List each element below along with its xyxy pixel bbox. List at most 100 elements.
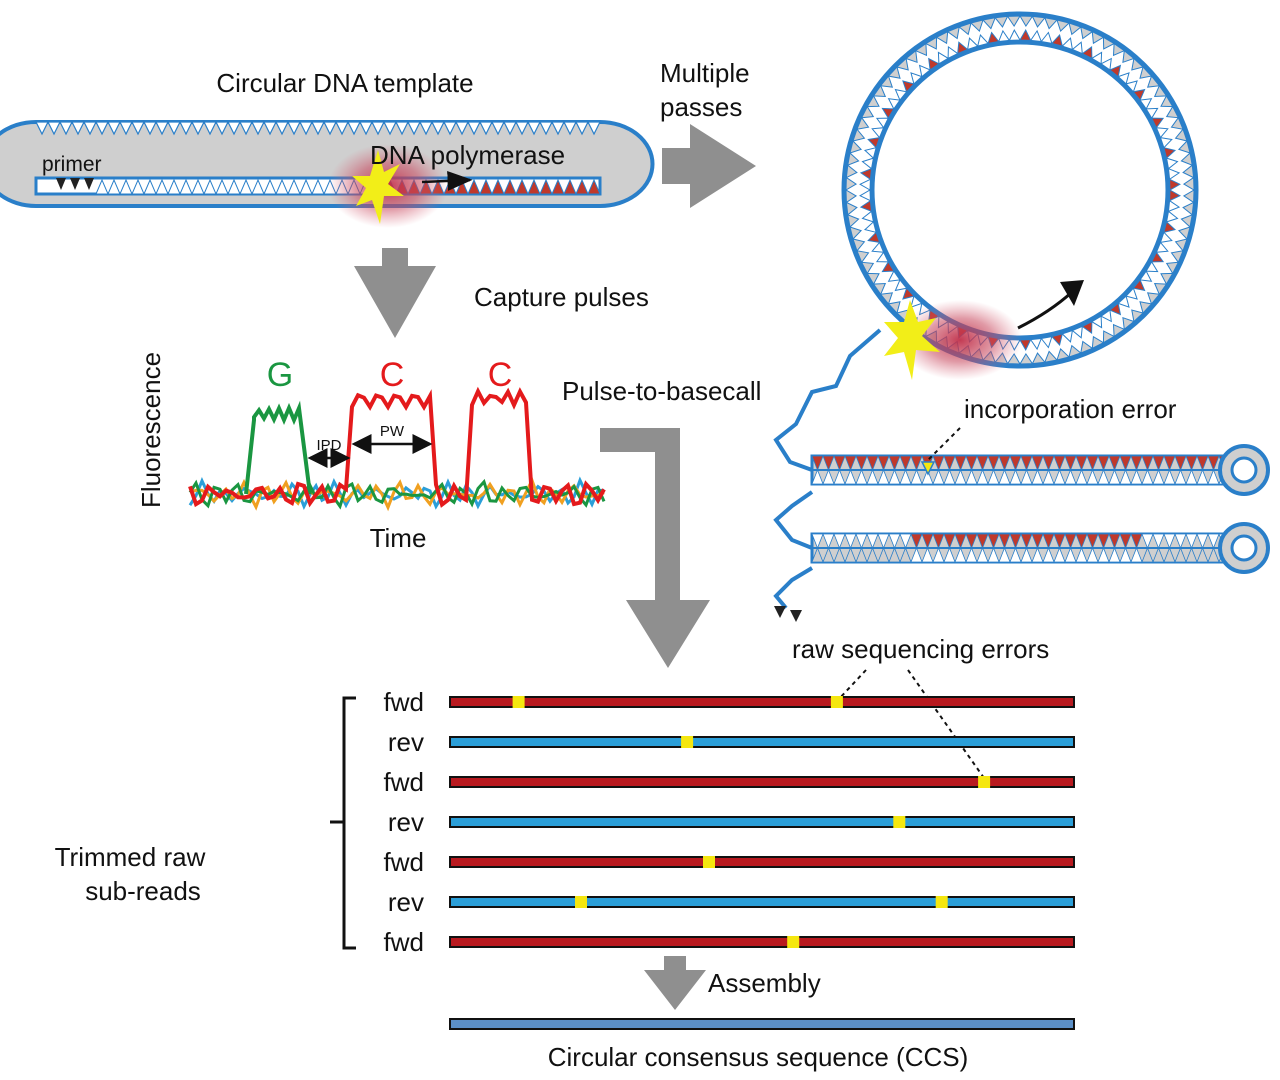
primer-label: primer xyxy=(42,153,102,176)
hairpin-2-base-bot xyxy=(910,546,923,563)
pulse-base-letter: G xyxy=(267,356,293,394)
hairpin-1-base-bot xyxy=(998,468,1011,485)
subread-bar xyxy=(449,736,1075,748)
hairpin-2-base-bot xyxy=(866,546,879,563)
pulse-c-line xyxy=(188,386,606,508)
ring-outer-base xyxy=(872,84,887,98)
fluorescence-flash-icon xyxy=(352,150,404,224)
hairpin-1-base-top xyxy=(1009,455,1022,472)
hairpin-1-base-bot xyxy=(921,468,934,485)
template-inner-base xyxy=(227,178,241,195)
ring-outer-base xyxy=(958,22,972,36)
template-top-base xyxy=(311,121,325,136)
ring-inner-base xyxy=(859,189,871,202)
hairpin-1-base-top xyxy=(1185,455,1198,472)
ring-inner-base xyxy=(1019,29,1032,41)
subread-error-mark xyxy=(703,856,715,868)
hairpin-1-base-bot xyxy=(1009,468,1022,485)
hairpin-2-base-top xyxy=(1185,533,1198,550)
template-top-base xyxy=(575,121,589,136)
hairpin-2-base-bot xyxy=(1097,546,1110,563)
hairpin-2-base-top xyxy=(987,533,1000,550)
subread-error-mark xyxy=(575,896,587,908)
ring-outer-base xyxy=(866,272,880,286)
ring-inner-base xyxy=(867,136,881,149)
template-top-base xyxy=(287,121,301,136)
strand-tail-3 xyxy=(773,566,814,610)
template-top-base xyxy=(299,121,313,136)
ring-outer-base xyxy=(845,176,858,191)
ring-inner-base xyxy=(1117,295,1130,308)
ring-outer-base xyxy=(866,94,880,108)
template-top-base xyxy=(431,121,445,136)
ring-inner-base xyxy=(881,260,895,273)
ring-inner-base xyxy=(1040,31,1053,45)
ring-outer-base xyxy=(856,250,870,264)
hairpin-1-base-bot xyxy=(866,468,879,485)
hairpin-1-base-bot xyxy=(954,468,967,485)
ring-outer-base xyxy=(1174,238,1188,252)
subread-error-mark xyxy=(893,816,906,828)
hairpin-1-base-top xyxy=(1207,455,1220,472)
ring-outer-base xyxy=(1165,261,1180,275)
template-inner-base xyxy=(563,178,577,195)
pw-label: PW xyxy=(380,423,405,440)
hairpin-1-base-bot xyxy=(888,468,901,485)
template-top-base xyxy=(35,121,49,136)
hairpin-2-base-top xyxy=(1031,533,1044,550)
template-inner-base xyxy=(275,178,289,195)
hairpin-2-base-bot xyxy=(943,546,956,563)
ring-inner-base xyxy=(918,64,932,78)
ring-outer-base xyxy=(879,75,894,88)
hairpin-1-base-top xyxy=(1042,455,1055,472)
ring-outer-base xyxy=(1180,214,1193,228)
hairpin-1-base-bot xyxy=(1097,468,1110,485)
ring-outer-base xyxy=(849,140,863,154)
ring-inner-base xyxy=(871,241,885,253)
hairpin-1-base-bot xyxy=(899,468,912,485)
hairpin-1-base-top xyxy=(976,455,989,472)
multiple-passes-panel: incorporation error xyxy=(773,11,1270,622)
ring-outer-base xyxy=(1153,84,1168,98)
ring-outer-base xyxy=(860,105,875,119)
template-inner-base xyxy=(251,178,265,195)
template-top-base xyxy=(191,121,205,136)
hairpin-1-base-bot xyxy=(1130,468,1143,485)
subread-bar xyxy=(449,856,1075,868)
subread-error-mark xyxy=(681,736,694,748)
ring-inner-base xyxy=(871,127,885,139)
hairpin-2-base-bot xyxy=(1064,546,1077,563)
ring-outer-base xyxy=(1182,176,1195,191)
template-top-base xyxy=(203,121,217,136)
hairpin-1-base-bot xyxy=(1108,468,1121,485)
hairpin-1-base-bot xyxy=(987,468,1000,485)
template-inner-base xyxy=(131,178,145,195)
hairpin-1-base-top xyxy=(910,455,923,472)
template-top-base xyxy=(527,121,541,136)
ring-inner-base xyxy=(928,57,940,71)
hairpin-1-base-bot xyxy=(932,468,945,485)
trace-xlabel: Time xyxy=(370,523,427,553)
hairpin-2-base-bot xyxy=(1207,546,1220,563)
template-inner-base xyxy=(143,178,157,195)
ipd-label: IPD xyxy=(316,437,341,454)
hairpin-1-base-top xyxy=(965,455,978,472)
ring-inner-base xyxy=(947,45,959,60)
hairpin-2-base-top xyxy=(943,533,956,550)
template-top-base xyxy=(323,121,337,136)
strand-tail-2 xyxy=(773,490,814,550)
hairpin-1-base-bot xyxy=(1207,468,1220,485)
hairpin-2-base-bot xyxy=(1152,546,1165,563)
strand-tail-1 xyxy=(773,328,882,472)
ring-outer-base xyxy=(1056,19,1070,33)
hairpin-1-base-top xyxy=(1196,455,1209,472)
ring-outer-base xyxy=(872,282,887,296)
hairpin-2-base-top xyxy=(1097,533,1110,550)
hairpin-1-base-top xyxy=(1020,455,1033,472)
hairpin-2-base-top xyxy=(822,533,835,550)
ring-outer-base xyxy=(1091,335,1105,350)
ring-outer-base xyxy=(1174,128,1188,142)
pulse-to-basecall-label: Pulse-to-basecall xyxy=(562,376,761,406)
template-top-base xyxy=(83,121,97,136)
